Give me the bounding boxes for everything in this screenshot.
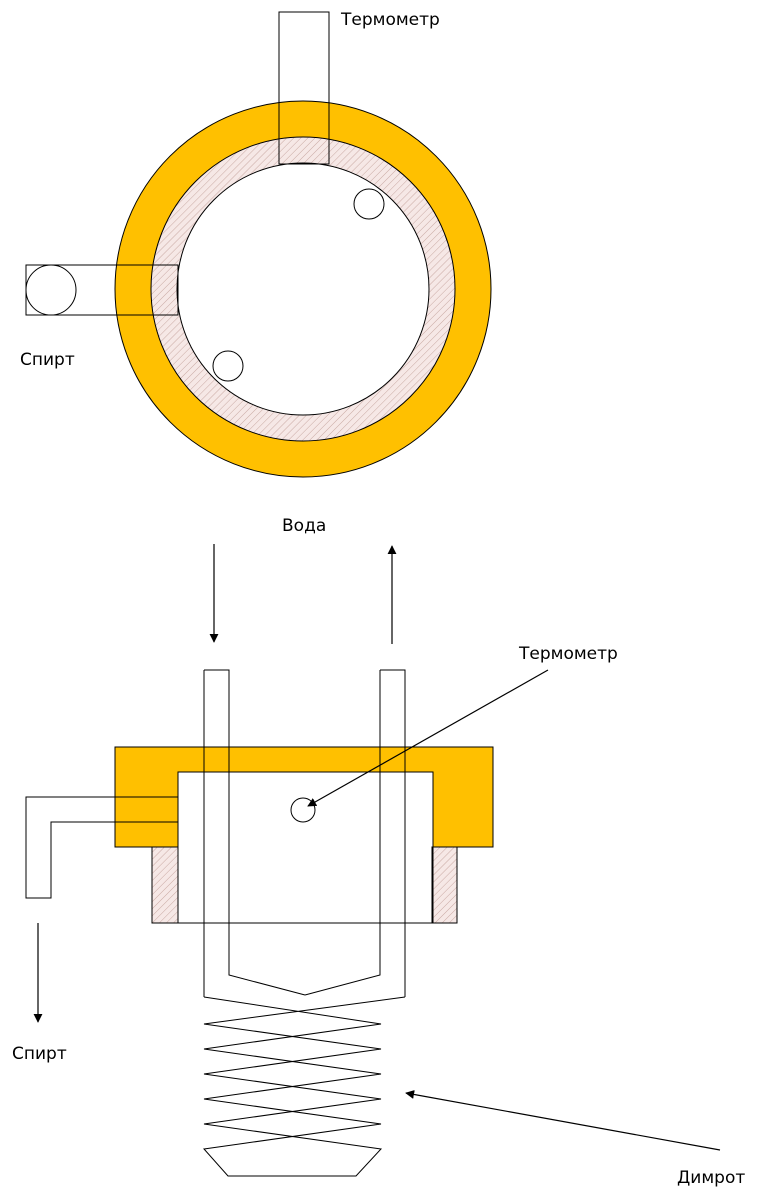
water-label: Вода bbox=[282, 516, 327, 536]
condenser-tube-right bbox=[304, 669, 406, 997]
vessel-body bbox=[151, 771, 434, 924]
small-pipe-right bbox=[353, 188, 385, 220]
alcohol-outlet-pipe bbox=[25, 796, 178, 899]
thermometer-pointer-arrow bbox=[307, 669, 549, 807]
bottom-alcohol-label: Спирт bbox=[12, 1044, 67, 1064]
condenser-label: Димрот bbox=[677, 1168, 746, 1188]
hatched-wall-left bbox=[151, 846, 179, 924]
side-view bbox=[25, 544, 721, 1177]
top-alcohol-port bbox=[25, 264, 77, 316]
dimroth-pointer-arrow bbox=[405, 1090, 721, 1151]
dimroth-coil bbox=[203, 996, 406, 1177]
bottom-thermometer-label: Термометр bbox=[519, 644, 618, 664]
top-alcohol-label: Спирт bbox=[20, 350, 75, 370]
top-thermometer-label: Термометр bbox=[341, 10, 440, 30]
top-thermometer-tube bbox=[278, 11, 330, 165]
jacket-cap-lower-left bbox=[114, 821, 179, 848]
condenser-tube-left bbox=[203, 669, 306, 997]
inner-chamber bbox=[176, 162, 430, 416]
small-pipe-left bbox=[212, 350, 244, 382]
top-view bbox=[25, 11, 492, 478]
thermometer-bulb bbox=[290, 797, 316, 823]
hatched-wall-right bbox=[431, 846, 458, 924]
